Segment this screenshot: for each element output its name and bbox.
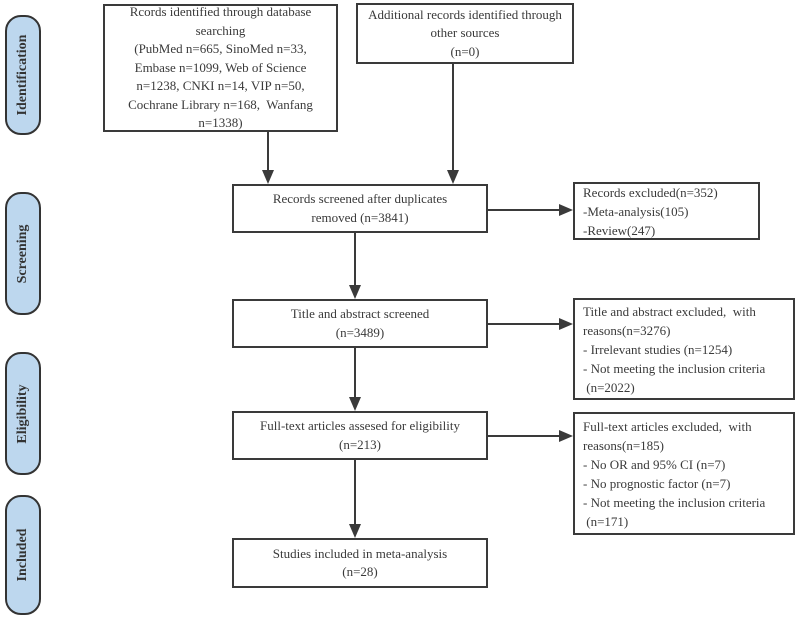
text-line: (n=0) [450,43,480,59]
text-line: (PubMed n=665, SinoMed n=33, [134,41,307,57]
stage-identification-label: Identification [15,34,30,116]
text-line: Full-text articles assesed for eligibili… [259,418,460,433]
text-line: (n=213) [339,436,381,452]
arrow-fulltext-to-included [349,460,361,538]
text-line: n=1238, CNKI n=14, VIP n=50, [136,78,305,94]
text-line: Records excluded(n=352) [583,184,718,200]
text-line: Additional records identified through [368,6,562,22]
stage-eligibility-label: Eligibility [15,383,30,444]
text-line: Title and abstract screened [290,306,430,321]
text-line: Embase n=1099, Web of Science [134,59,307,75]
stage-screening-label: Screening [15,224,30,283]
box-fulltext-assessed: Full-text articles assesed for eligibili… [232,411,488,460]
stage-eligibility: Eligibility [5,352,41,475]
text-line: -Review(247) [583,222,656,238]
box-other-sources: Additional records identified through oth… [356,3,574,64]
text-line: - No OR and 95% CI (n=7) [583,456,726,472]
text-line: reasons(n=3276) [583,322,671,338]
text-line: Studies included in meta-analysis [272,545,448,561]
arrow-title-abstract-to-fulltext [349,348,361,411]
text-line: Title and abstract excluded, with [583,303,756,319]
text-line: n=1338) [198,115,243,131]
text-line: Full-text articles excluded, with [583,418,752,434]
text-line: (n=2022) [583,379,635,395]
text-line: other sources [430,25,500,41]
box-duplicates-removed: Records screened after duplicates removed… [232,184,488,233]
box-records-excluded: Records excluded(n=352) -Meta-analysis(10… [573,182,760,240]
text-line: (n=28) [342,564,378,579]
text-line: Rcords identified through database [129,4,312,20]
stage-included: Included [5,495,41,615]
box-database-search: Rcords identified through database search… [103,4,338,132]
text-line: - Irrelevant studies (n=1254) [583,341,733,357]
text-line: - Not meeting the inclusion criteria [583,360,766,376]
stage-identification: Identification [5,15,41,135]
text-line: - Not meeting the inclusion criteria [583,494,766,510]
text-line: removed (n=3841) [311,209,409,225]
stage-screening: Screening [5,192,41,315]
text-line: -Meta-analysis(105) [583,203,689,219]
stage-included-label: Included [15,528,30,582]
text-line: searching [195,22,246,38]
text-line: Records screened after duplicates [272,191,448,206]
text-line: Cochrane Library n=168, Wanfang [128,96,313,112]
box-title-abstract-screened: Title and abstract screened (n=3489) [232,299,488,348]
text-line: reasons(n=185) [583,437,664,453]
arrow-title-abstract-to-excluded [488,318,573,330]
arrow-database-to-screened [262,132,274,184]
text-line: (n=3489) [335,324,385,340]
box-title-abstract-excluded: Title and abstract excluded, with reasons… [573,298,795,400]
box-included-studies: Studies included in meta-analysis (n=28) [232,538,488,588]
box-fulltext-excluded: Full-text articles excluded, with reasons… [573,412,795,535]
arrow-screened-to-title-abstract [349,233,361,299]
arrow-other-sources-to-screened [447,64,459,184]
text-line: - No prognostic factor (n=7) [583,475,731,491]
arrow-fulltext-to-excluded [488,430,573,442]
arrow-screened-to-records-excluded [488,204,573,216]
text-line: (n=171) [583,513,629,529]
